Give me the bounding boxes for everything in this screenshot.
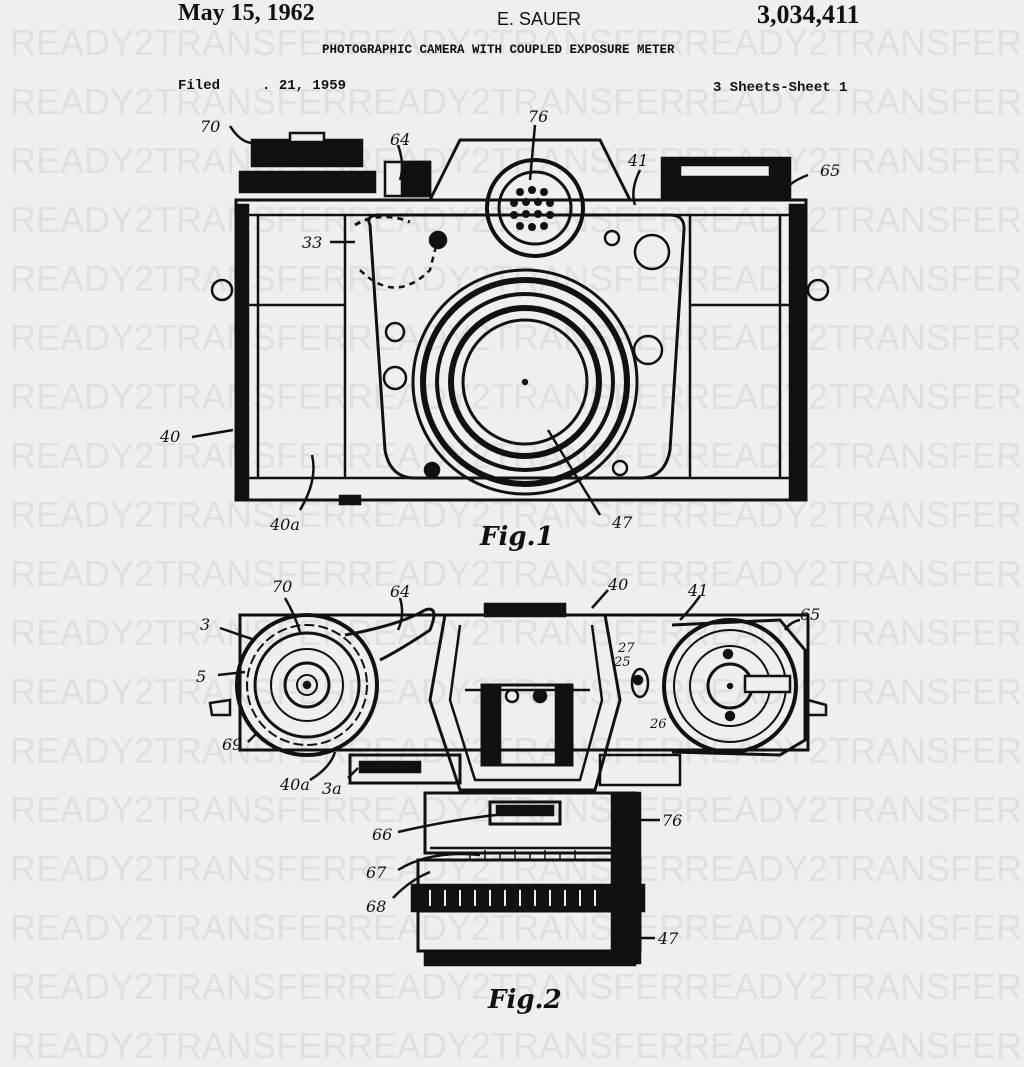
ref-3: 3 [200,615,210,634]
ref-68: 68 [366,897,386,916]
ref-65: 65 [820,161,840,180]
figure-1-front-view: 70 64 76 41 65 33 40 40a 47 Fig.1 [159,107,840,552]
patent-date: May 15, 1962 [178,0,315,26]
ref-70: 70 [200,117,220,136]
ref-66: 66 [372,825,392,844]
ref-5: 5 [196,667,206,686]
patent-number: 3,034,411 [757,0,860,29]
filed-date: Filed . 21, 1959 [178,78,347,94]
watermark-text: READY2TRANSFER [684,1025,1023,1066]
watermark-text: READY2TRANSFER [347,1025,686,1066]
ref-33: 33 [302,233,322,252]
inventor-name: E. SAUER [497,9,582,29]
figure-2-label: Fig.2 [487,985,562,1015]
ref-40: 40 [607,575,628,594]
ref-47: 47 [657,929,679,948]
ref-41: 41 [687,581,708,600]
ref-40a: 40a [279,775,310,794]
patent-title: PHOTOGRAPHIC CAMERA WITH COUPLED EXPOSUR… [322,43,675,57]
ref-27: 27 [617,641,635,656]
ref-64: 64 [390,130,410,149]
ref-40a: 40a [269,515,300,534]
ref-41: 41 [627,151,648,170]
ref-40: 40 [159,427,180,446]
ref-76: 76 [662,811,682,830]
ref-25: 25 [613,655,631,670]
watermark-text: READY2TRANSFER [10,1025,349,1066]
ref-69: 69 [222,735,242,754]
ref-76: 76 [528,107,548,126]
ref-67: 67 [366,863,387,882]
ref-65: 65 [800,605,820,624]
ref-47: 47 [611,513,633,532]
figure-1-label: Fig.1 [479,522,554,552]
ref-70: 70 [272,577,292,596]
sheet-count: 3 Sheets-Sheet 1 [713,80,848,96]
figure-2-top-view: 70 64 3 5 69 40a 3a 40 41 65 27 25 26 66… [196,575,828,1015]
ref-3a: 3a [322,779,342,798]
ref-26: 26 [649,717,667,732]
ref-64: 64 [390,582,410,601]
